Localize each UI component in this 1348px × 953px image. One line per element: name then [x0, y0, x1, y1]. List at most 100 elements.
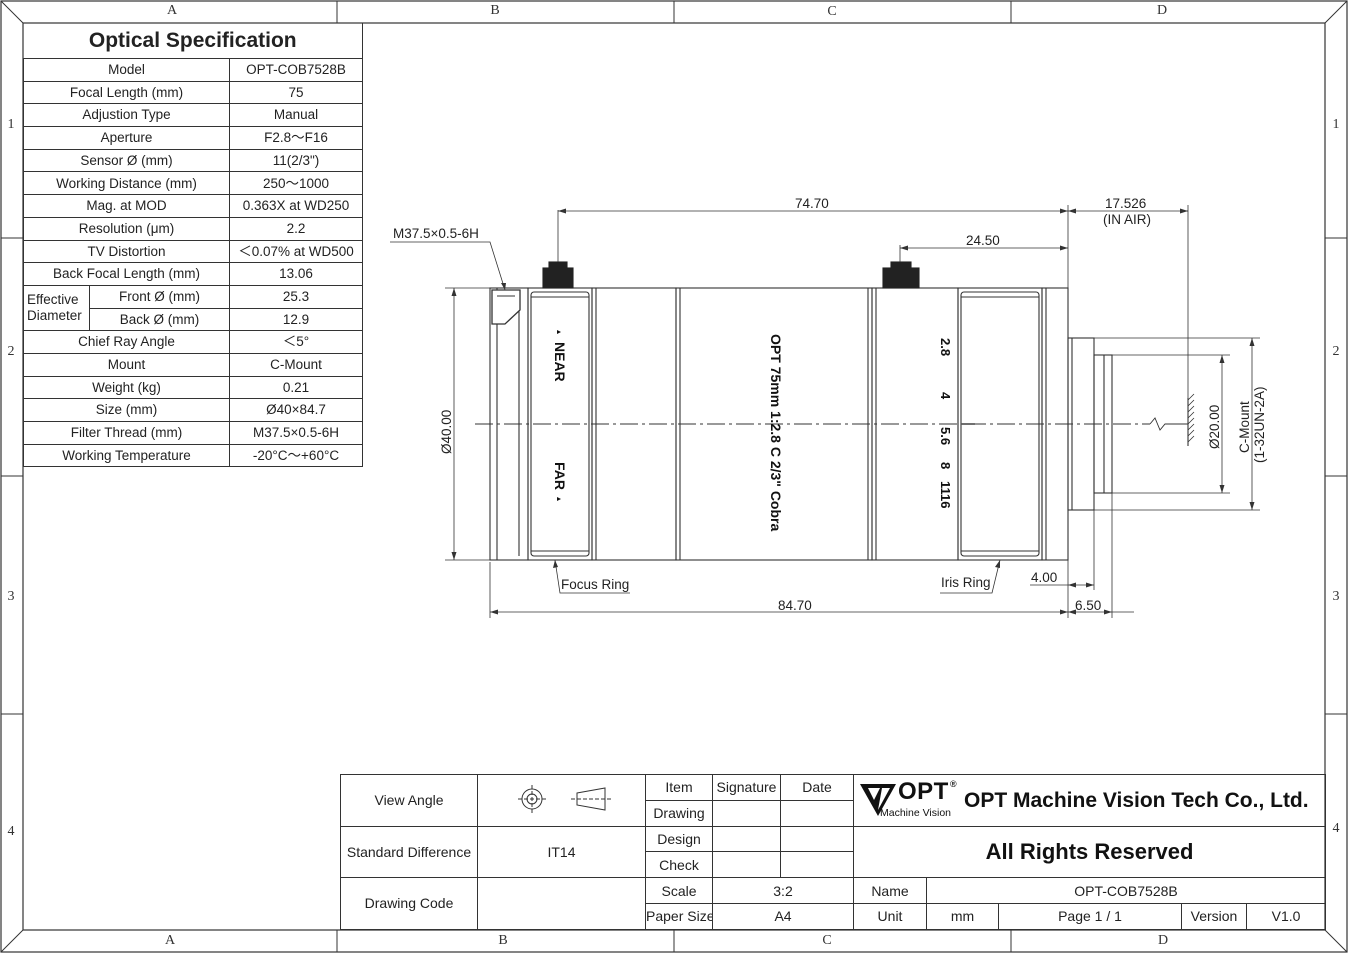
- zone-row-4-left: 4: [7, 824, 15, 839]
- f-stop-4: 4: [938, 392, 953, 400]
- spec-label: Resolution (μm): [23, 216, 230, 241]
- rights-reserved: All Rights Reserved: [852, 825, 1327, 879]
- item-header: Item: [645, 774, 713, 801]
- spec-row: Back Ø (mm) 12.9: [24, 307, 363, 332]
- spec-value: Manual: [229, 103, 363, 128]
- check-row-label: Check: [645, 851, 713, 879]
- spec-label: Working Temperature: [23, 443, 230, 468]
- standard-difference-value: IT14: [477, 825, 646, 879]
- front-dia-value: 25.3: [229, 284, 363, 309]
- logo-text: OPT: [898, 778, 949, 806]
- unit-label: Unit: [853, 902, 927, 930]
- dimensions: [390, 205, 1260, 618]
- dim-6-50: 6.50: [1075, 598, 1101, 613]
- dim-74-70: 74.70: [795, 196, 829, 211]
- spec-label: Model: [23, 58, 230, 82]
- back-dia-label: Back Ø (mm): [89, 307, 230, 332]
- spec-title: Optical Specification: [23, 23, 363, 59]
- f-stop-16: 16: [938, 494, 953, 508]
- spec-label: Weight (kg): [23, 375, 230, 400]
- spec-value: 75: [229, 80, 363, 105]
- spec-value: 13.06: [229, 262, 363, 286]
- dim-c-mount-spec: (1-32UN-2A): [1252, 386, 1267, 463]
- spec-row: Back Focal Length (mm)13.06: [23, 262, 363, 286]
- spec-value: ＜5°: [229, 330, 363, 354]
- spec-value: 250～1000: [229, 171, 363, 196]
- dim-24-50: 24.50: [966, 233, 1000, 248]
- zone-col-a-top: A: [166, 3, 178, 18]
- spec-label: Chief Ray Angle: [23, 330, 230, 354]
- f-stop-56: 5.6: [938, 427, 953, 445]
- spec-label: Mount: [23, 352, 230, 377]
- dim-84-70: 84.70: [778, 598, 812, 613]
- standard-difference-label: Standard Difference: [340, 825, 478, 879]
- spec-value: F2.8～F16: [229, 126, 363, 150]
- signature-header: Signature: [712, 774, 781, 801]
- company-name: OPT Machine Vision Tech Co., Ltd.: [964, 788, 1309, 812]
- spec-label: Adjustion Type: [23, 103, 230, 128]
- lens-drawing: [475, 261, 1195, 561]
- spec-label: Size (mm): [23, 398, 230, 422]
- paper-size-label: Paper Size: [645, 902, 713, 930]
- spec-value: OPT-COB7528B: [229, 58, 363, 82]
- zone-row-1-right: 1: [1332, 117, 1340, 132]
- title-block: View Angle Item Signature Date: [340, 774, 1327, 930]
- page-number: Page 1 / 1: [998, 902, 1182, 930]
- spec-value: C-Mount: [229, 352, 363, 377]
- version-value: V1.0: [1245, 902, 1327, 930]
- spec-row: Size (mm)Ø40×84.7: [23, 398, 363, 422]
- name-value: OPT-COB7528B: [925, 877, 1327, 904]
- iris-ring-label: Iris Ring: [941, 575, 991, 590]
- check-date: [780, 851, 854, 879]
- spec-row: Weight (kg)0.21: [23, 375, 363, 400]
- paper-size-value: A4: [712, 902, 854, 930]
- design-row-label: Design: [645, 825, 713, 853]
- registered-mark-icon: ®: [950, 779, 957, 790]
- version-label: Version: [1181, 902, 1247, 930]
- zone-col-d-top: D: [1156, 3, 1168, 18]
- dim-c-mount: C-Mount: [1237, 401, 1252, 453]
- effective-diameter-label: Effective Diameter: [23, 284, 90, 332]
- zone-col-d-bottom: D: [1157, 933, 1169, 948]
- focus-knob: [542, 267, 574, 289]
- zone-row-2-right: 2: [1332, 344, 1340, 359]
- spec-row: Chief Ray Angle＜5°: [23, 330, 363, 354]
- filter-thread-section: [491, 289, 521, 325]
- spec-value: Ø40×84.7: [229, 398, 363, 422]
- spec-row: Resolution (μm)2.2: [23, 216, 363, 241]
- spec-label: Back Focal Length (mm): [23, 262, 230, 286]
- spec-value: 11(2/3"): [229, 148, 363, 173]
- c-mount-thread: [1093, 354, 1113, 494]
- scale-value: 3:2: [712, 877, 854, 904]
- f-stop-11: 11: [938, 481, 953, 495]
- f-stop-28: 2.8: [938, 338, 953, 356]
- spec-value: 0.21: [229, 375, 363, 400]
- zone-col-a-bottom: A: [164, 933, 176, 948]
- dim-in-air: (IN AIR): [1103, 212, 1151, 227]
- zone-col-c-bottom: C: [822, 933, 832, 948]
- spec-value: ＜0.07% at WD500: [229, 239, 363, 264]
- opt-logo: OPT ® Machine Vision: [858, 778, 958, 822]
- design-date: [780, 825, 854, 853]
- dim-17-526: 17.526: [1105, 196, 1146, 211]
- drawing-code-value: [477, 877, 646, 930]
- third-angle-projection-icon: [517, 785, 611, 814]
- front-dia-label: Front Ø (mm): [89, 284, 230, 309]
- spec-value: 0.363X at WD250: [229, 194, 363, 218]
- dim-4-00: 4.00: [1031, 570, 1057, 585]
- unit-value: mm: [926, 902, 999, 930]
- drawing-signature: [712, 799, 781, 827]
- spec-row: Effective Diameter Front Ø (mm) 25.3: [23, 284, 363, 332]
- projection-symbol: [477, 774, 646, 827]
- logo-subtitle: Machine Vision: [880, 807, 952, 820]
- date-header: Date: [780, 774, 854, 801]
- focus-ring-label: Focus Ring: [561, 577, 629, 592]
- barrel-markings: NEAR FAR OPT 75mm 1:2.8 C 2/3" Cobra 2.8…: [552, 330, 953, 531]
- spec-label: Sensor Ø (mm): [23, 148, 230, 173]
